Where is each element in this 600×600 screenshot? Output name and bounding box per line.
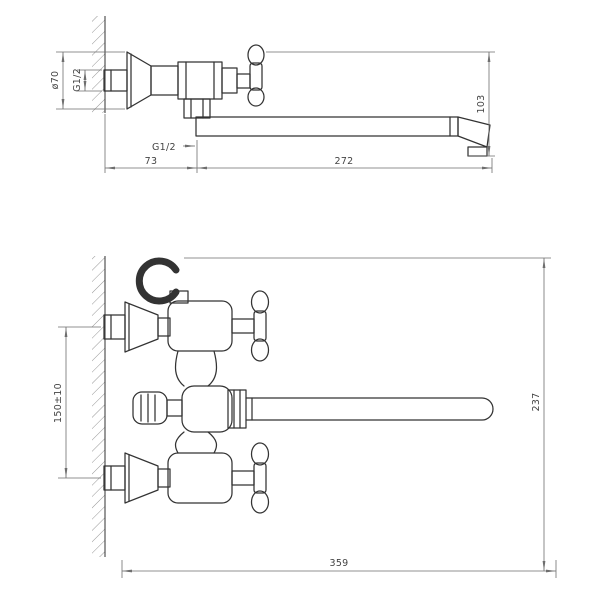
wall-hatch bbox=[92, 16, 105, 113]
inlet-fitting bbox=[103, 69, 128, 92]
dim-label-wall-offset: 73 bbox=[145, 156, 158, 167]
spout-nut bbox=[183, 98, 211, 119]
hot-cross-handle bbox=[231, 290, 270, 362]
dim-label-height: 103 bbox=[476, 94, 487, 113]
dim-label-overall-height: 237 bbox=[531, 392, 542, 411]
valve-housing bbox=[177, 61, 223, 100]
diverter-knob bbox=[132, 391, 183, 425]
dim-flange-diameter: ø70 bbox=[50, 51, 125, 110]
dim-label-inlet-thread: G1/2 bbox=[72, 68, 83, 92]
dim-mounting-centers: 150±10 bbox=[53, 326, 101, 479]
dim-inlet-thread: G1/2 bbox=[72, 68, 102, 92]
spout-side bbox=[195, 116, 491, 157]
bottom-inlet-fitting bbox=[103, 452, 171, 504]
shower-holder bbox=[135, 257, 189, 305]
wall-hatch bbox=[92, 256, 105, 557]
dim-overall-width-359: 359 bbox=[121, 558, 557, 578]
dim-label-flange-diameter: ø70 bbox=[50, 71, 61, 90]
dim-label-mounting-centers: 150±10 bbox=[53, 383, 64, 423]
body-neck bbox=[150, 65, 179, 96]
dim-label-spout-length: 272 bbox=[334, 156, 353, 167]
faucet-side-view bbox=[103, 44, 491, 157]
front-view: 150±10 237 359 bbox=[53, 256, 557, 578]
cold-cross-handle bbox=[231, 442, 270, 514]
faucet-front-view bbox=[103, 257, 494, 514]
side-view: ø70 G1/2 103 G1/2 73 272 bbox=[50, 16, 495, 173]
mixer-body bbox=[167, 300, 233, 504]
aerator bbox=[467, 146, 488, 157]
dim-label-spout-thread: G1/2 bbox=[152, 142, 176, 153]
bonnet bbox=[221, 67, 238, 94]
dim-label-overall-width: 359 bbox=[329, 558, 348, 569]
dim-wall-offset-73: 73 bbox=[104, 114, 197, 173]
spout-front bbox=[227, 389, 494, 429]
dim-height-103: 103 bbox=[266, 51, 495, 157]
escutcheon bbox=[126, 51, 152, 110]
dim-overall-height-237: 237 bbox=[184, 257, 551, 571]
dim-spout-length-272: 272 bbox=[197, 156, 493, 173]
cross-handle-side bbox=[236, 44, 265, 107]
top-inlet-fitting bbox=[103, 301, 171, 353]
